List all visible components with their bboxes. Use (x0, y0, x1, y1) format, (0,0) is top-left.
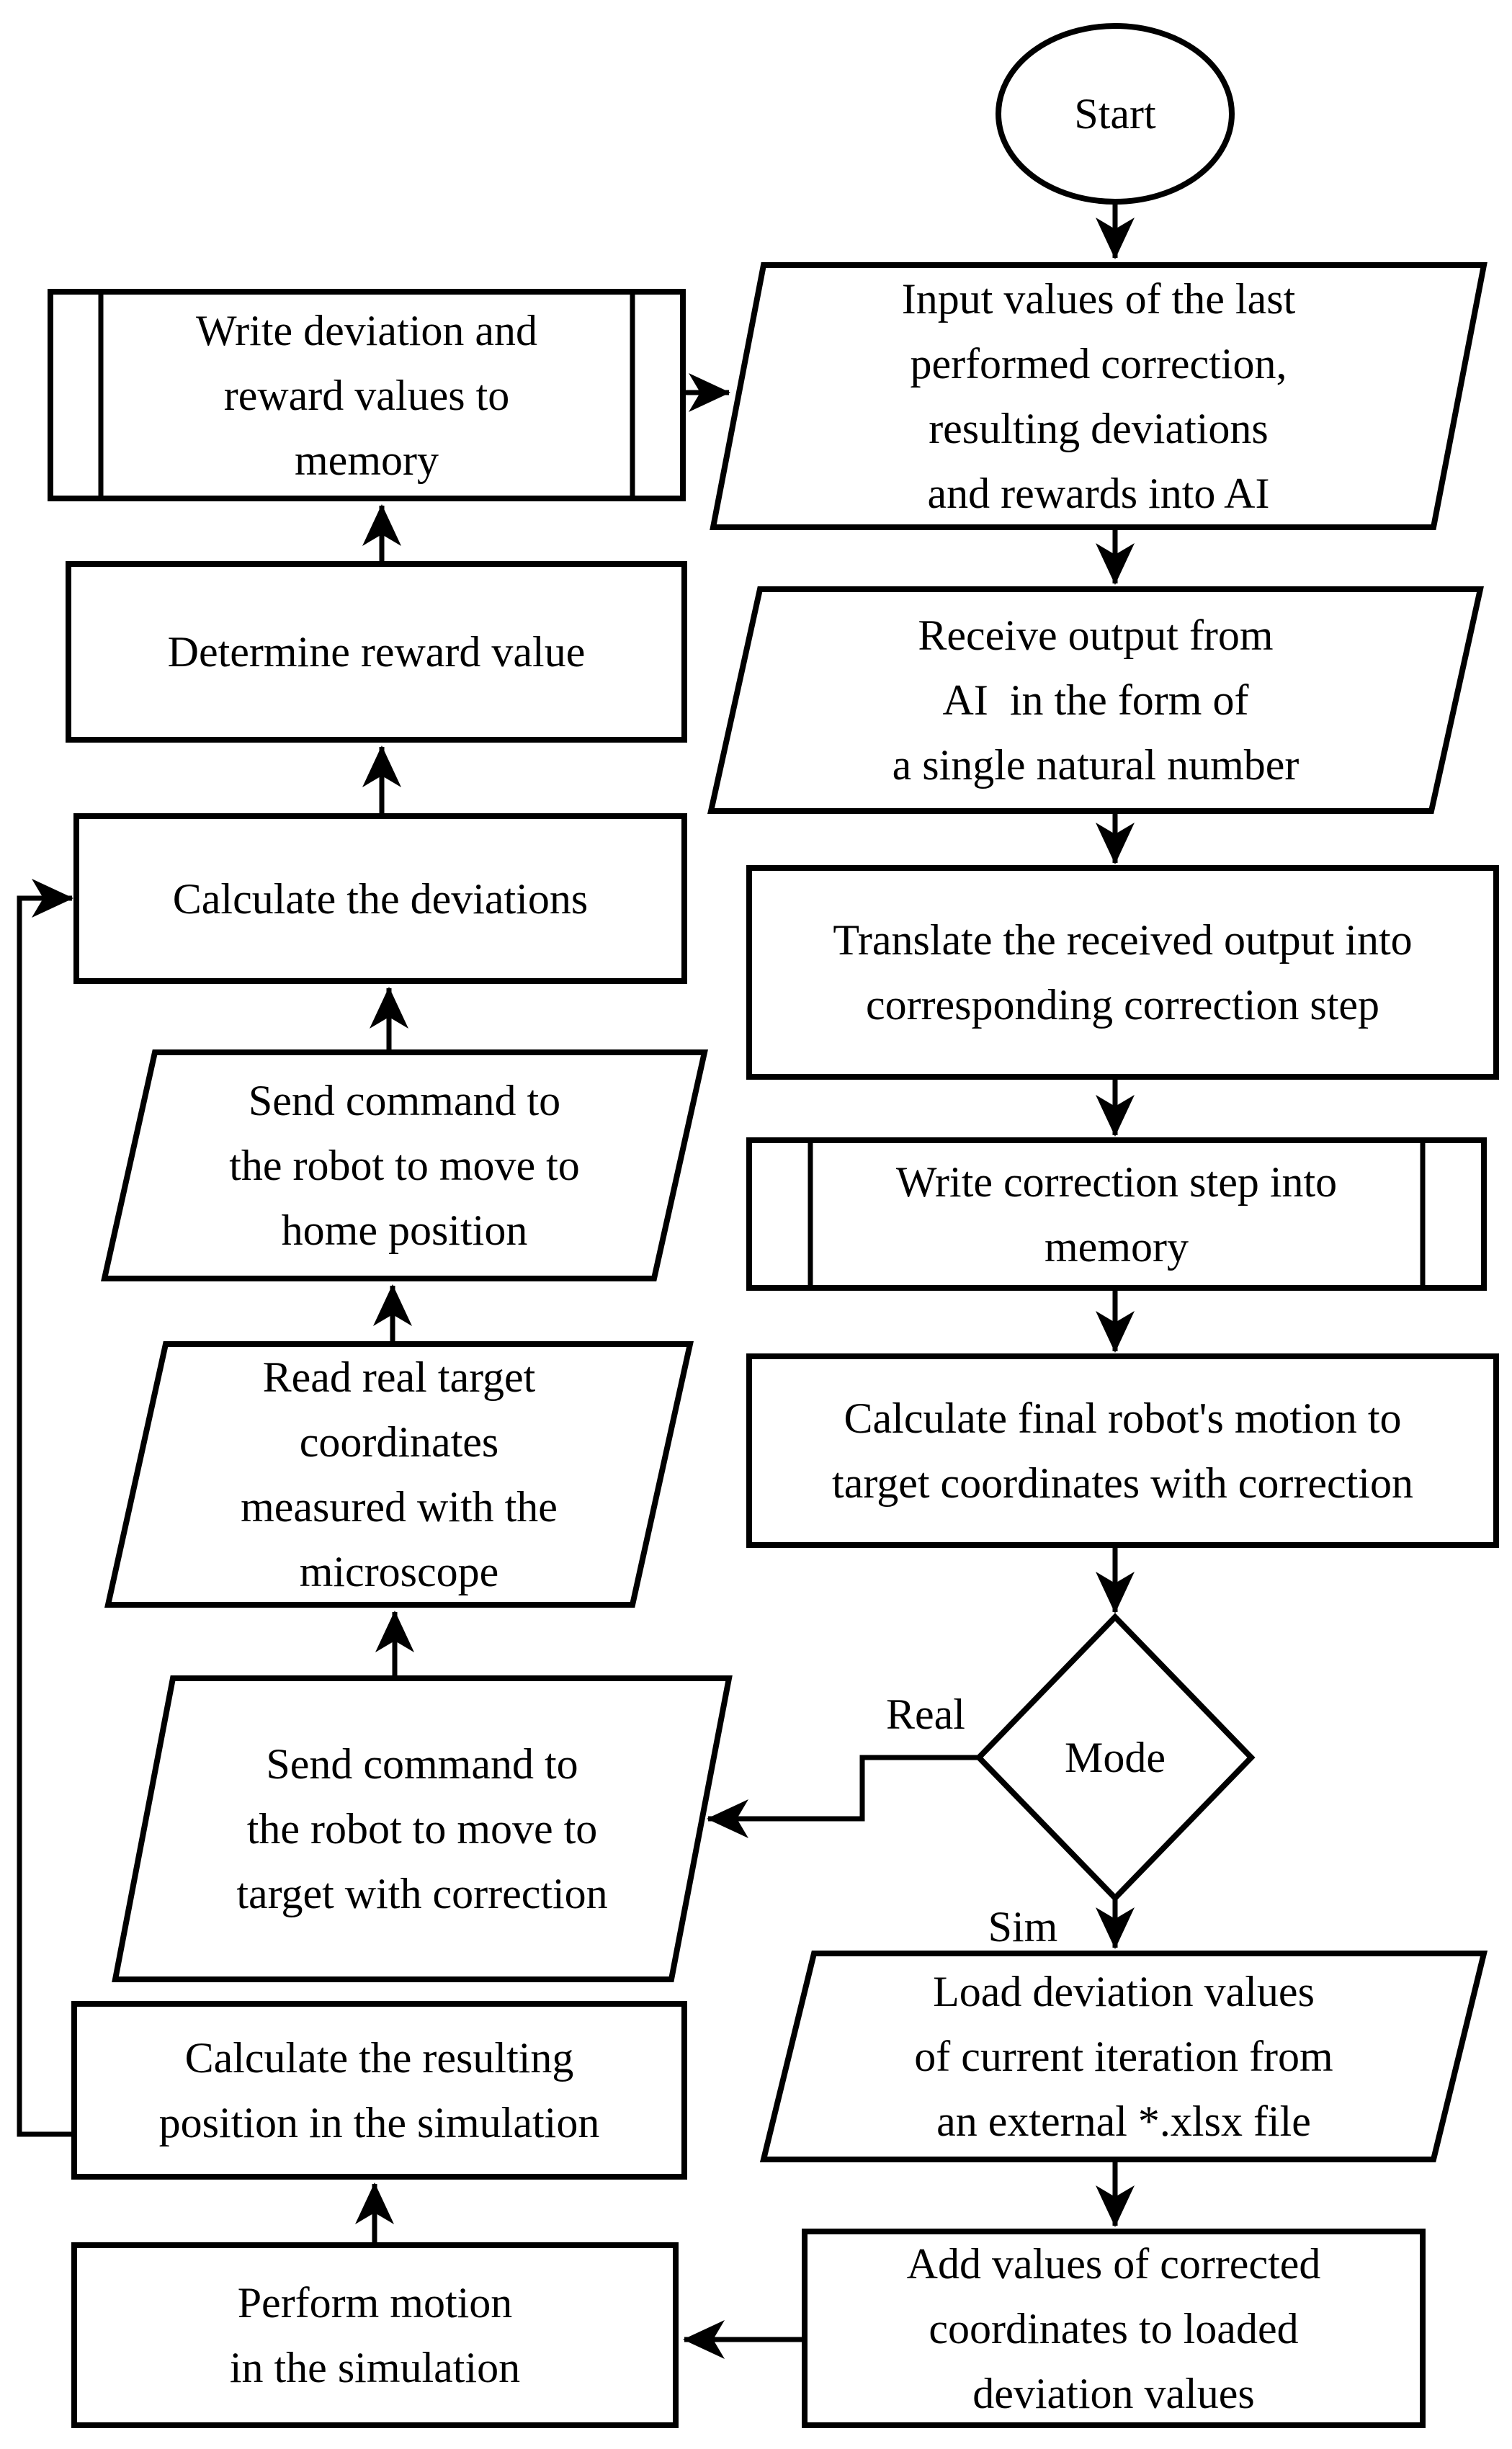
label-send-robot-target: Send command to the robot to move to tar… (236, 1740, 608, 1917)
label-write-correction-memory: Write correction step into memory (895, 1158, 1338, 1271)
label-send-robot-home: Send command to the robot to move to hom… (229, 1077, 580, 1254)
data-input-values-ai (710, 262, 1488, 530)
data-load-deviation-values (759, 1951, 1488, 2162)
terminator-start (996, 23, 1235, 205)
process-determine-reward (66, 561, 687, 743)
label-perform-motion-sim: Perform motion in the simulation (229, 2279, 521, 2391)
label-load-deviation-values: Load deviation values of current iterati… (914, 1968, 1333, 2145)
label-determine-reward: Determine reward value (167, 628, 586, 676)
label-start: Start (1074, 90, 1156, 138)
process-perform-motion-sim (71, 2242, 679, 2428)
decision-mode (975, 1613, 1256, 1902)
data-receive-output-ai (707, 586, 1484, 814)
predefined-write-correction-memory (746, 1137, 1487, 1291)
label-translate-output: Translate the received output into corre… (833, 916, 1413, 1029)
process-add-corrected-values (802, 2229, 1426, 2428)
label-read-real-coordinates: Read real target coordinates measured wi… (241, 1353, 558, 1595)
label-branch-sim: Sim (988, 1903, 1058, 1951)
edge-mode-real-branch (707, 1755, 979, 1838)
process-calculate-final-motion (746, 1353, 1499, 1548)
process-translate-output (746, 865, 1499, 1080)
label-calculate-deviations: Calculate the deviations (172, 874, 589, 923)
label-mode-decision: Mode (1065, 1734, 1166, 1781)
label-branch-real: Real (886, 1691, 965, 1738)
label-add-corrected-values: Add values of corrected coordinates to l… (906, 2239, 1321, 2417)
label-write-deviation-memory: Write deviation and reward values to mem… (195, 306, 538, 484)
predefined-write-deviation-memory (48, 289, 686, 501)
data-read-real-coordinates (104, 1341, 694, 1608)
data-send-robot-target (112, 1675, 733, 1982)
process-calculate-deviations (73, 813, 687, 984)
data-send-robot-home (101, 1049, 708, 1281)
label-input-values-ai: Input values of the last performed corre… (901, 275, 1296, 517)
label-calculate-final-motion: Calculate final robot's motion to target… (832, 1394, 1413, 1507)
process-calculate-resulting-position (71, 2001, 687, 2180)
label-receive-output-ai: Receive output from AI in the form of a … (892, 612, 1299, 789)
label-calculate-resulting-position: Calculate the resulting position in the … (158, 2034, 600, 2146)
edge-calc-position-to-calc-deviations (17, 879, 74, 2137)
